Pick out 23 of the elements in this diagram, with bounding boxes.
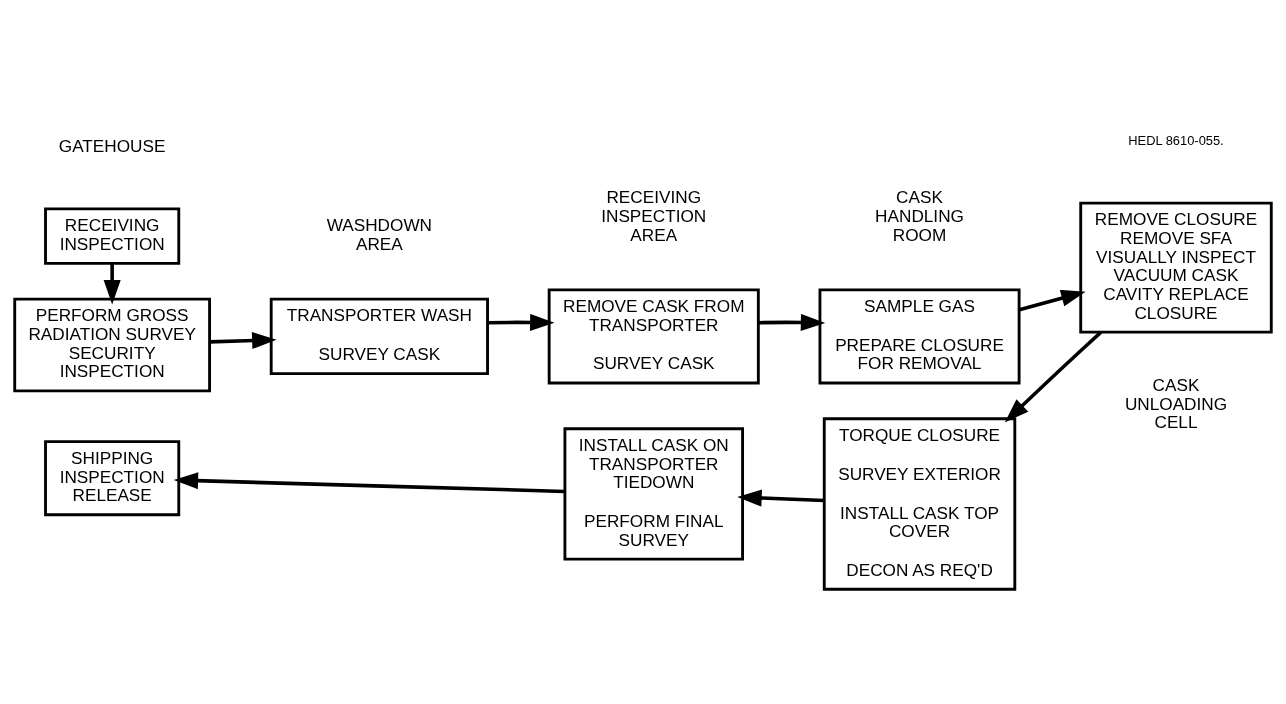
arrow	[487, 313, 555, 331]
label: WASHDOWN AREA	[326, 214, 433, 254]
arrow	[737, 489, 825, 507]
node-box: REMOVE CLOSURE REMOVE SFA VISUALLY INSPECT VACUUM CASK CAVITY REPLACE CLOSURE	[1079, 201, 1273, 333]
label: CASK HANDLING ROOM	[875, 186, 964, 245]
label: CASK UNLOADING CELL	[1124, 374, 1228, 432]
node-box: TORQUE CLOSURE SURVEY EXTERIOR INSTALL CASK TOP COVER DECON AS REQ'D	[822, 416, 1017, 591]
label: GATEHOUSE	[58, 135, 166, 156]
node-box: SAMPLE GAS PREPARE CLOSURE FOR REMOVAL	[818, 287, 1021, 384]
node-box: RECEIVING INSPECTION	[44, 206, 181, 265]
arrow	[209, 331, 277, 349]
node-box: TRANSPORTER WASH SURVEY CASK	[269, 297, 489, 375]
node-box: INSTALL CASK ON TRANSPORTER TIEDOWN PERFORM FINAL SURVEY	[563, 426, 744, 561]
node-box: SHIPPING INSPECTION RELEASE	[44, 439, 181, 516]
label: HEDL 8610-055.	[1128, 132, 1224, 148]
arrow	[103, 263, 121, 304]
arrow	[173, 471, 565, 493]
arrow	[1004, 330, 1103, 422]
arrow	[758, 313, 826, 331]
label: RECEIVING INSPECTION AREA	[601, 186, 707, 245]
node-box: PERFORM GROSS RADIATION SURVEY SECURITY INSPECTION	[13, 297, 211, 392]
arrow	[1018, 289, 1086, 311]
node-box: REMOVE CASK FROM TRANSPORTER SURVEY CASK	[547, 287, 760, 384]
